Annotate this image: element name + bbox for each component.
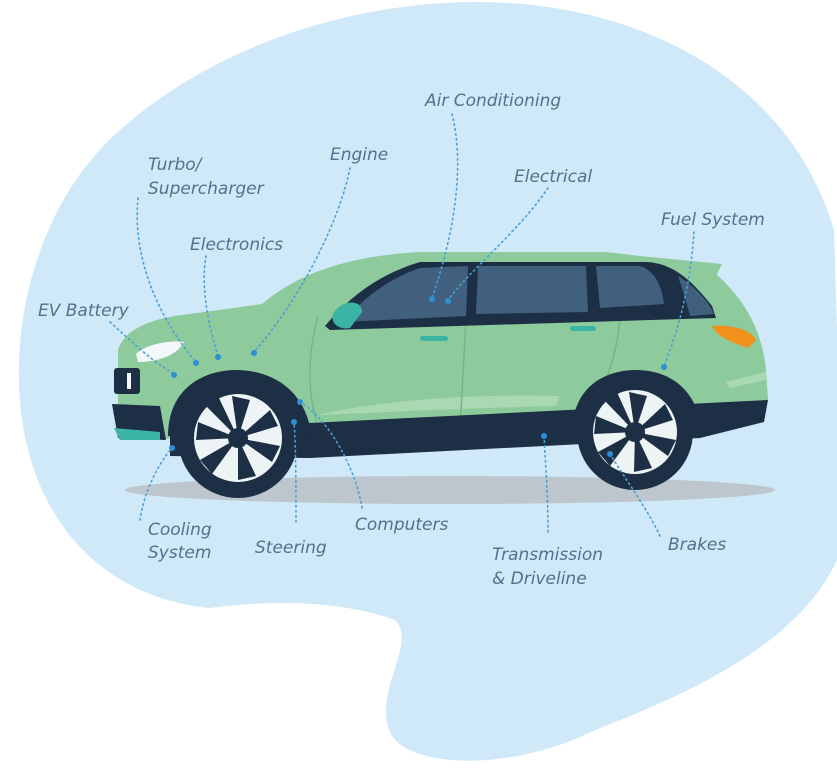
leader-electronics: [203, 255, 219, 357]
leader-air-conditioning: [431, 113, 459, 299]
rear-reflector: [726, 372, 766, 388]
leader-engine: [253, 167, 351, 353]
front-wheel: [178, 378, 298, 498]
dot-electronics: [215, 354, 221, 360]
door-line-rear: [605, 317, 621, 381]
label-engine: Engine: [330, 145, 388, 165]
leader-turbo: [136, 197, 197, 363]
label-transmission-line1: Transmission: [492, 545, 603, 565]
door-line-front: [309, 315, 321, 433]
dot-transmission: [541, 433, 547, 439]
label-air-conditioning: Air Conditioning: [424, 91, 561, 111]
tail-light: [712, 325, 756, 348]
dot-fuel-system: [661, 364, 667, 370]
leader-steering: [293, 421, 297, 523]
leader-fuel-system: [663, 231, 695, 367]
dot-turbo: [193, 360, 199, 366]
leader-electrical: [447, 187, 549, 301]
label-steering: Steering: [255, 538, 327, 558]
leader-computers: [299, 401, 363, 509]
dot-electrical: [445, 298, 451, 304]
label-ev-battery: EV Battery: [38, 301, 130, 321]
rear-quarter-window: [596, 266, 664, 308]
dot-air-conditioning: [429, 296, 435, 302]
label-electrical: Electrical: [514, 167, 592, 187]
label-electronics: Electronics: [190, 235, 283, 255]
windshield: [342, 266, 468, 322]
label-brakes: Brakes: [668, 535, 726, 555]
leader-transmission: [543, 435, 549, 533]
rear-door-handle: [570, 326, 596, 331]
leader-ev-battery: [109, 321, 175, 375]
label-transmission-line2: & Driveline: [492, 569, 587, 589]
front-door-handle: [420, 336, 448, 341]
label-cooling-line1: Cooling: [148, 520, 212, 540]
side-mirror: [332, 302, 362, 329]
label-fuel-system: Fuel System: [661, 210, 765, 230]
door-line-mid: [459, 317, 467, 431]
label-turbo-line1: Turbo/: [148, 155, 204, 175]
label-computers: Computers: [355, 515, 449, 535]
dot-brakes: [607, 451, 613, 457]
dot-steering: [291, 419, 297, 425]
dot-computers: [297, 399, 303, 405]
dot-engine: [251, 350, 257, 356]
label-cooling-line2: System: [148, 543, 211, 563]
label-turbo-line2: Supercharger: [148, 179, 265, 199]
headlight: [136, 341, 184, 362]
rear-wheel: [577, 374, 693, 490]
dot-cooling: [169, 445, 175, 451]
grille-slat: [127, 373, 131, 389]
leader-brakes: [609, 453, 661, 537]
body-highlight: [318, 395, 560, 415]
rear-door-window: [476, 266, 588, 314]
dot-ev-battery: [171, 372, 177, 378]
front-lip: [114, 428, 160, 440]
